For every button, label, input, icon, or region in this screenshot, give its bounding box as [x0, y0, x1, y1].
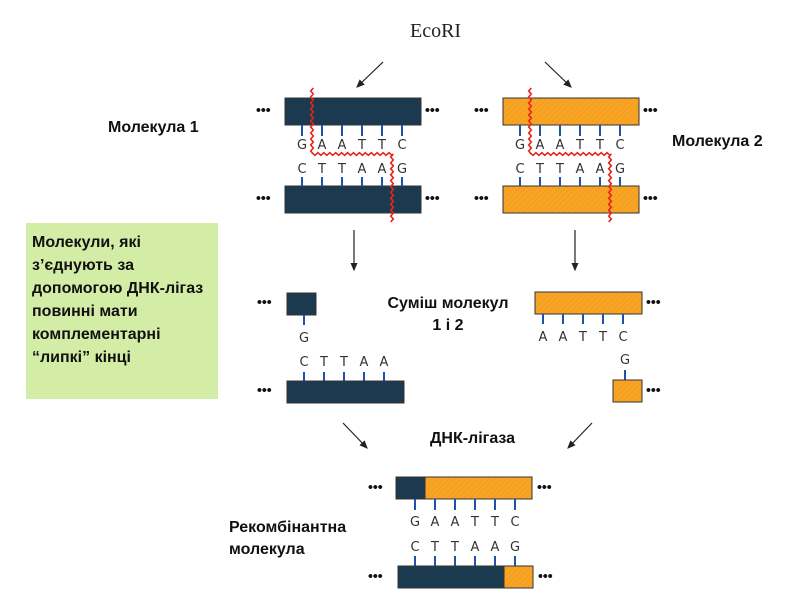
molecule-2-bottom-base: T — [535, 162, 544, 177]
recombinant-label-line1: Рекомбінантна — [229, 519, 347, 536]
molecule-1-top-left-ellipsis: ••• — [256, 102, 271, 118]
recombinant-top-navy-segment — [395, 476, 426, 500]
molecule-1-bottom-base: C — [297, 162, 306, 177]
fragment-2-bottom-stub — [612, 379, 643, 403]
molecule-1-top-right-ellipsis: ••• — [425, 102, 440, 118]
molecule-1-ecori-cut-line — [309, 87, 395, 223]
fragment-1-bottom-overhang-base: T — [339, 355, 348, 370]
molecule-1-top-base: T — [357, 138, 366, 153]
arrow-fragment-2-to-ligase — [567, 422, 593, 449]
molecule-2-top-right-ellipsis: ••• — [643, 102, 658, 118]
mixture-label-line1: Суміш молекул — [387, 295, 509, 312]
molecule-1-label: Молекула 1 — [108, 119, 199, 136]
recombinant-bottom-base: T — [450, 540, 459, 555]
sticky-ends-note: Молекули, які з’єднують за допомогою ДНК… — [26, 223, 218, 399]
molecule-2-bottom-left-ellipsis: ••• — [474, 190, 489, 206]
enzyme-label-ecori: EcoRI — [410, 20, 462, 42]
recombinant-top-base: T — [470, 515, 479, 530]
recombinant-bottom-base: C — [410, 540, 419, 555]
fragment-2-top-overhang-base: A — [559, 330, 568, 345]
molecule-1-top-base: G — [297, 138, 307, 153]
recombinant-top-base: C — [510, 515, 519, 530]
mixture-label-line2: 1 і 2 — [432, 317, 464, 334]
fragment-1-bottom-overhang-base: A — [360, 355, 369, 370]
fragment-2-top-overhang-base: A — [539, 330, 548, 345]
recombinant-bottom-orange-segment — [503, 565, 534, 589]
molecule-2-top-base: G — [515, 138, 525, 153]
sticky-ends-note-text: Молекули, які з’єднують за допомогою ДНК… — [32, 234, 204, 366]
recombinant-top-base: T — [490, 515, 499, 530]
fragment-2-top-overhang-base: C — [618, 330, 627, 345]
recombinant-bottom-base: A — [491, 540, 500, 555]
molecule-1-top-strand — [284, 97, 422, 126]
fragment-2-top-overhang-base: T — [598, 330, 607, 345]
fragment-1-top-ellipsis: ••• — [257, 294, 272, 310]
molecule-2-bottom-base: A — [596, 162, 605, 177]
fragment-2-top-strand — [534, 291, 643, 315]
molecule-2-top-base: A — [536, 138, 545, 153]
recombinant-bottom-base: A — [471, 540, 480, 555]
recombinant-top-base: A — [431, 515, 440, 530]
fragment-2-bottom-ellipsis: ••• — [646, 382, 661, 398]
arrow-ecori-to-molecule-2 — [544, 61, 572, 88]
molecule-1-bottom-right-ellipsis: ••• — [425, 190, 440, 206]
molecule-2-top-base: T — [595, 138, 604, 153]
fragment-1-bottom-strand — [286, 380, 405, 404]
molecule-1-bottom-base: T — [317, 162, 326, 177]
molecule-1-bottom-base: T — [337, 162, 346, 177]
fragment-1-bottom-overhang-base: C — [299, 355, 308, 370]
molecule-2-bottom-base: G — [615, 162, 625, 177]
molecule-2-top-strand — [502, 97, 640, 126]
molecule-1-bottom-base: A — [358, 162, 367, 177]
molecule-2-bottom-right-ellipsis: ••• — [643, 190, 658, 206]
molecule-1-top-base: A — [318, 138, 327, 153]
fragment-2-top-overhang-base: T — [578, 330, 587, 345]
molecule-1-top-base: C — [397, 138, 406, 153]
arrow-ecori-to-molecule-1 — [356, 61, 384, 88]
molecule-2-bottom-strand — [502, 185, 640, 214]
recombinant-label: Рекомбінантна молекула — [229, 517, 346, 561]
recombinant-top-base: G — [410, 515, 420, 530]
recombinant-bottom-left-ellipsis: ••• — [368, 568, 383, 584]
fragment-1-top-stub — [286, 292, 317, 316]
fragment-1-top-overhang-base: G — [299, 331, 309, 346]
recombinant-bottom-navy-segment — [397, 565, 505, 589]
fragment-2-bottom-overhang-base: G — [620, 353, 630, 368]
mixture-label: Суміш молекул 1 і 2 — [378, 293, 518, 337]
molecule-2-label: Молекула 2 — [672, 133, 763, 150]
molecule-1-bottom-base: G — [397, 162, 407, 177]
molecule-2-top-base: A — [556, 138, 565, 153]
molecule-2-bottom-base: T — [555, 162, 564, 177]
molecule-2-ecori-cut-line — [527, 87, 613, 223]
fragment-1-bottom-overhang-base: T — [319, 355, 328, 370]
fragment-1-bottom-overhang-base: A — [380, 355, 389, 370]
fragment-1-bottom-ellipsis: ••• — [257, 382, 272, 398]
molecule-1-bottom-strand — [284, 185, 422, 214]
molecule-1-top-base: A — [338, 138, 347, 153]
arrow-fragment-1-to-ligase — [342, 422, 368, 449]
fragment-2-top-ellipsis: ••• — [646, 294, 661, 310]
molecule-2-top-base: T — [575, 138, 584, 153]
molecule-2-top-base: C — [615, 138, 624, 153]
molecule-1-top-base: T — [377, 138, 386, 153]
molecule-2-bottom-base: A — [576, 162, 585, 177]
molecule-2-top-left-ellipsis: ••• — [474, 102, 489, 118]
recombinant-top-orange-segment — [424, 476, 533, 500]
recombinant-bottom-right-ellipsis: ••• — [538, 568, 553, 584]
recombinant-top-right-ellipsis: ••• — [537, 479, 552, 495]
recombinant-bottom-base: G — [510, 540, 520, 555]
recombinant-top-base: A — [451, 515, 460, 530]
recombinant-top-left-ellipsis: ••• — [368, 479, 383, 495]
molecule-1-bottom-base: A — [378, 162, 387, 177]
molecule-2-bottom-base: C — [515, 162, 524, 177]
ligase-label: ДНК-лігаза — [430, 430, 516, 447]
recombinant-bottom-base: T — [430, 540, 439, 555]
molecule-1-bottom-left-ellipsis: ••• — [256, 190, 271, 206]
recombinant-label-line2: молекула — [229, 541, 305, 558]
